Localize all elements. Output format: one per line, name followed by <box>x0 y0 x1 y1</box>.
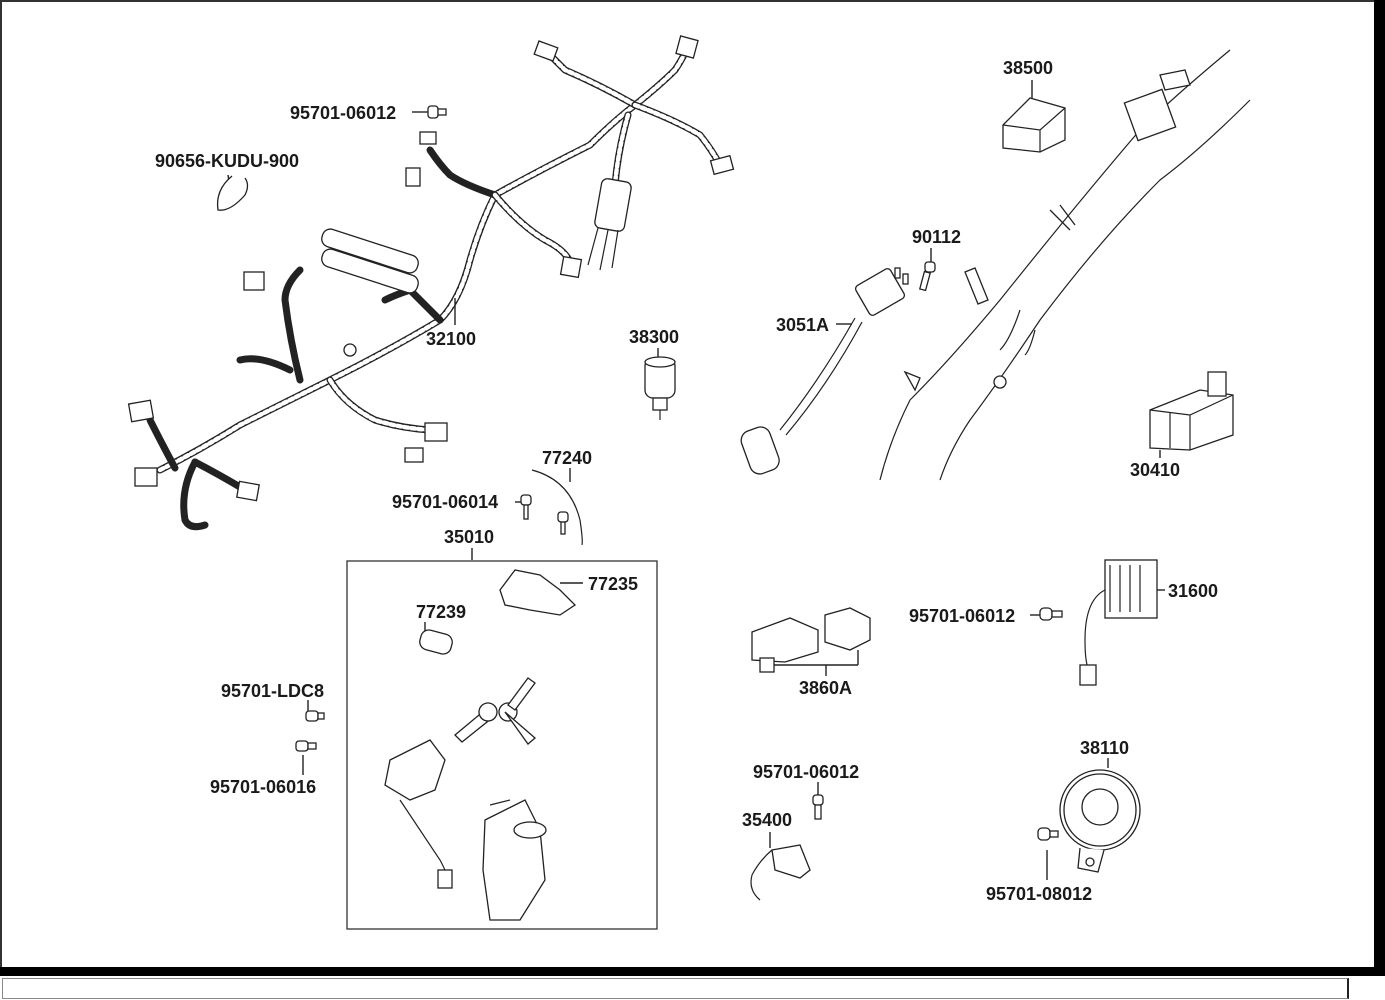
band-clip-drawing <box>216 175 249 211</box>
part-label-95701-LDC8[interactable]: 95701-LDC8 <box>221 681 324 701</box>
lock-set-drawings <box>384 569 577 921</box>
bolt-icon <box>812 794 824 820</box>
switch-drawing <box>750 844 811 901</box>
frame-body-drawing <box>879 49 1251 481</box>
part-label-77240[interactable]: 77240 <box>542 448 592 468</box>
horn-drawing <box>1059 769 1141 873</box>
wire-harness-drawing <box>127 35 735 531</box>
regulator-drawing <box>1079 559 1158 686</box>
part-label-32100[interactable]: 32100 <box>426 329 476 349</box>
part-label-77235[interactable]: 77235 <box>588 574 638 594</box>
bolt-icon <box>305 710 325 722</box>
relay-set-drawing <box>751 607 871 673</box>
part-label-95701-06012-switch[interactable]: 95701-06012 <box>753 762 859 782</box>
resistor-drawing <box>644 356 676 420</box>
part-label-95701-06012-regulator[interactable]: 95701-06012 <box>909 606 1015 626</box>
frame-border-top <box>0 0 1385 2</box>
part-label-95701-08012[interactable]: 95701-08012 <box>986 884 1092 904</box>
part-label-30410[interactable]: 30410 <box>1130 460 1180 480</box>
part-label-35400[interactable]: 35400 <box>742 810 792 830</box>
part-label-3051A[interactable]: 3051A <box>776 315 829 335</box>
bolt-icon <box>427 105 447 119</box>
part-label-3860A[interactable]: 3860A <box>799 678 852 698</box>
part-label-38300[interactable]: 38300 <box>629 327 679 347</box>
bottom-strip <box>2 978 1349 999</box>
seat-lock-cable-drawing <box>531 469 583 546</box>
bolt-icon <box>295 740 317 752</box>
leader-lines <box>227 80 1165 880</box>
stop-switch-drawing <box>740 267 909 475</box>
frame-border-bottom <box>0 967 1385 976</box>
part-label-95701-06012-harness[interactable]: 95701-06012 <box>290 103 396 123</box>
part-label-90656-KUDU-900[interactable]: 90656-KUDU-900 <box>155 151 299 171</box>
part-label-77239[interactable]: 77239 <box>416 602 466 622</box>
part-label-90112[interactable]: 90112 <box>912 227 961 247</box>
bolt-icon <box>1039 607 1063 621</box>
frame-border-right <box>1374 0 1385 975</box>
bolt-icon <box>1037 827 1059 841</box>
bolt-icon <box>520 494 532 520</box>
screw-icon <box>918 261 936 292</box>
part-label-38110[interactable]: 38110 <box>1080 738 1129 758</box>
part-label-95701-06014[interactable]: 95701-06014 <box>392 492 498 512</box>
flasher-relay-drawing <box>1002 97 1066 153</box>
part-label-38500[interactable]: 38500 <box>1003 58 1053 78</box>
part-label-35010[interactable]: 35010 <box>444 527 494 547</box>
kit-group-box <box>346 560 658 930</box>
fastener-drawings <box>295 105 1063 841</box>
part-label-31600[interactable]: 31600 <box>1168 581 1218 601</box>
part-label-95701-06016[interactable]: 95701-06016 <box>210 777 316 797</box>
frame-border-left <box>0 0 2 975</box>
part-labels: 95701-06012 90656-KUDU-900 32100 38300 7… <box>155 58 1218 904</box>
cdi-unit-drawing <box>1149 371 1234 451</box>
bolt-icon <box>557 511 569 535</box>
